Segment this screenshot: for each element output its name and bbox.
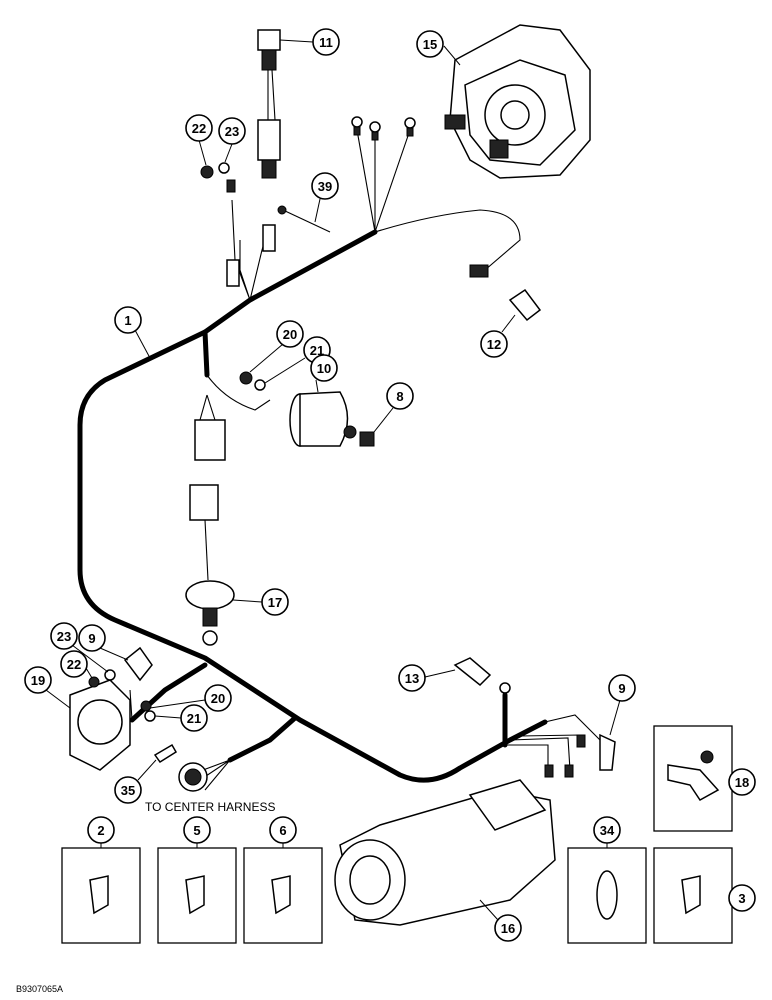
callout-23-upper: 23 [218,117,246,163]
nut-washer-upper [200,162,236,193]
callout-20-upper: 20 [249,320,304,373]
alternator [444,24,591,179]
callout-22-lower: 22 [60,650,93,679]
callout-6: 6 [269,816,297,848]
connector-pair [189,419,226,521]
callout-8: 8 [373,382,414,433]
svg-text:8: 8 [396,389,403,404]
inset-18 [653,725,733,832]
svg-text:20: 20 [283,327,297,342]
callout-13: 13 [398,664,456,692]
callout-21-lower: 21 [154,704,208,732]
pressure-switch [257,29,281,179]
inset-6 [243,847,323,944]
svg-text:6: 6 [279,823,286,838]
inset-34 [567,847,647,944]
callout-12: 12 [480,314,516,358]
svg-text:13: 13 [405,671,419,686]
bolt-35 [153,743,178,764]
callout-17: 17 [232,588,289,616]
nut-washer-lower [88,669,156,722]
harness-branch-center [227,715,298,763]
callout-34: 34 [593,816,621,848]
callout-5: 5 [183,816,211,848]
svg-text:17: 17 [268,595,282,610]
svg-text:9: 9 [618,681,625,696]
sender-17 [185,580,235,646]
inset-5 [157,847,237,944]
ring-terminals [351,116,586,778]
svg-text:21: 21 [310,343,324,358]
switch-13 [453,657,492,687]
callout-19: 19 [24,666,71,709]
svg-text:19: 19 [31,673,45,688]
svg-text:20: 20 [211,691,225,706]
svg-text:11: 11 [319,35,333,50]
svg-text:1: 1 [124,313,131,328]
svg-text:22: 22 [192,121,206,136]
figure-id: B9307065A [16,984,63,994]
svg-text:9: 9 [88,631,95,646]
svg-text:10: 10 [317,361,331,376]
sender-10 [289,391,357,447]
callout-16: 16 [479,899,522,942]
callout-9-lower: 9 [78,624,129,661]
inset-3 [653,847,733,944]
connector-39 [226,205,331,287]
callout-2: 2 [87,816,115,848]
boots [123,646,616,771]
center-harness-label: TO CENTER HARNESS [145,800,275,814]
callout-11: 11 [279,28,340,56]
svg-text:34: 34 [600,823,615,838]
center-connector [178,762,208,792]
callout-15: 15 [416,30,461,66]
callout-23-lower: 23 [50,622,109,673]
nut-8 [359,431,375,447]
temp-switch [469,264,542,322]
main-harness [77,229,548,783]
callout-18: 18 [728,768,756,796]
callout-10: 10 [310,354,338,393]
callout-35: 35 [114,759,157,804]
callout-1: 1 [114,306,151,359]
svg-text:18: 18 [735,775,749,790]
svg-text:5: 5 [193,823,200,838]
callout-22-upper: 22 [185,114,213,166]
inset-2 [61,847,141,944]
callout-39: 39 [311,172,339,223]
harness-branch-upper [202,329,210,378]
callout-9-right: 9 [608,674,636,736]
svg-text:2: 2 [97,823,104,838]
callout-20-lower: 20 [149,684,232,712]
callout-3: 3 [728,884,756,912]
svg-text:21: 21 [187,711,201,726]
svg-text:22: 22 [67,657,81,672]
thin-wires [129,129,601,791]
svg-text:39: 39 [318,179,332,194]
nut-washer-mid [239,371,266,391]
svg-text:23: 23 [57,629,71,644]
starter-motor [334,779,556,926]
svg-text:3: 3 [738,891,745,906]
svg-text:15: 15 [423,37,437,52]
svg-text:16: 16 [501,921,515,936]
relay-19 [69,679,131,771]
svg-text:35: 35 [121,783,135,798]
svg-text:23: 23 [225,124,239,139]
svg-text:12: 12 [487,337,501,352]
